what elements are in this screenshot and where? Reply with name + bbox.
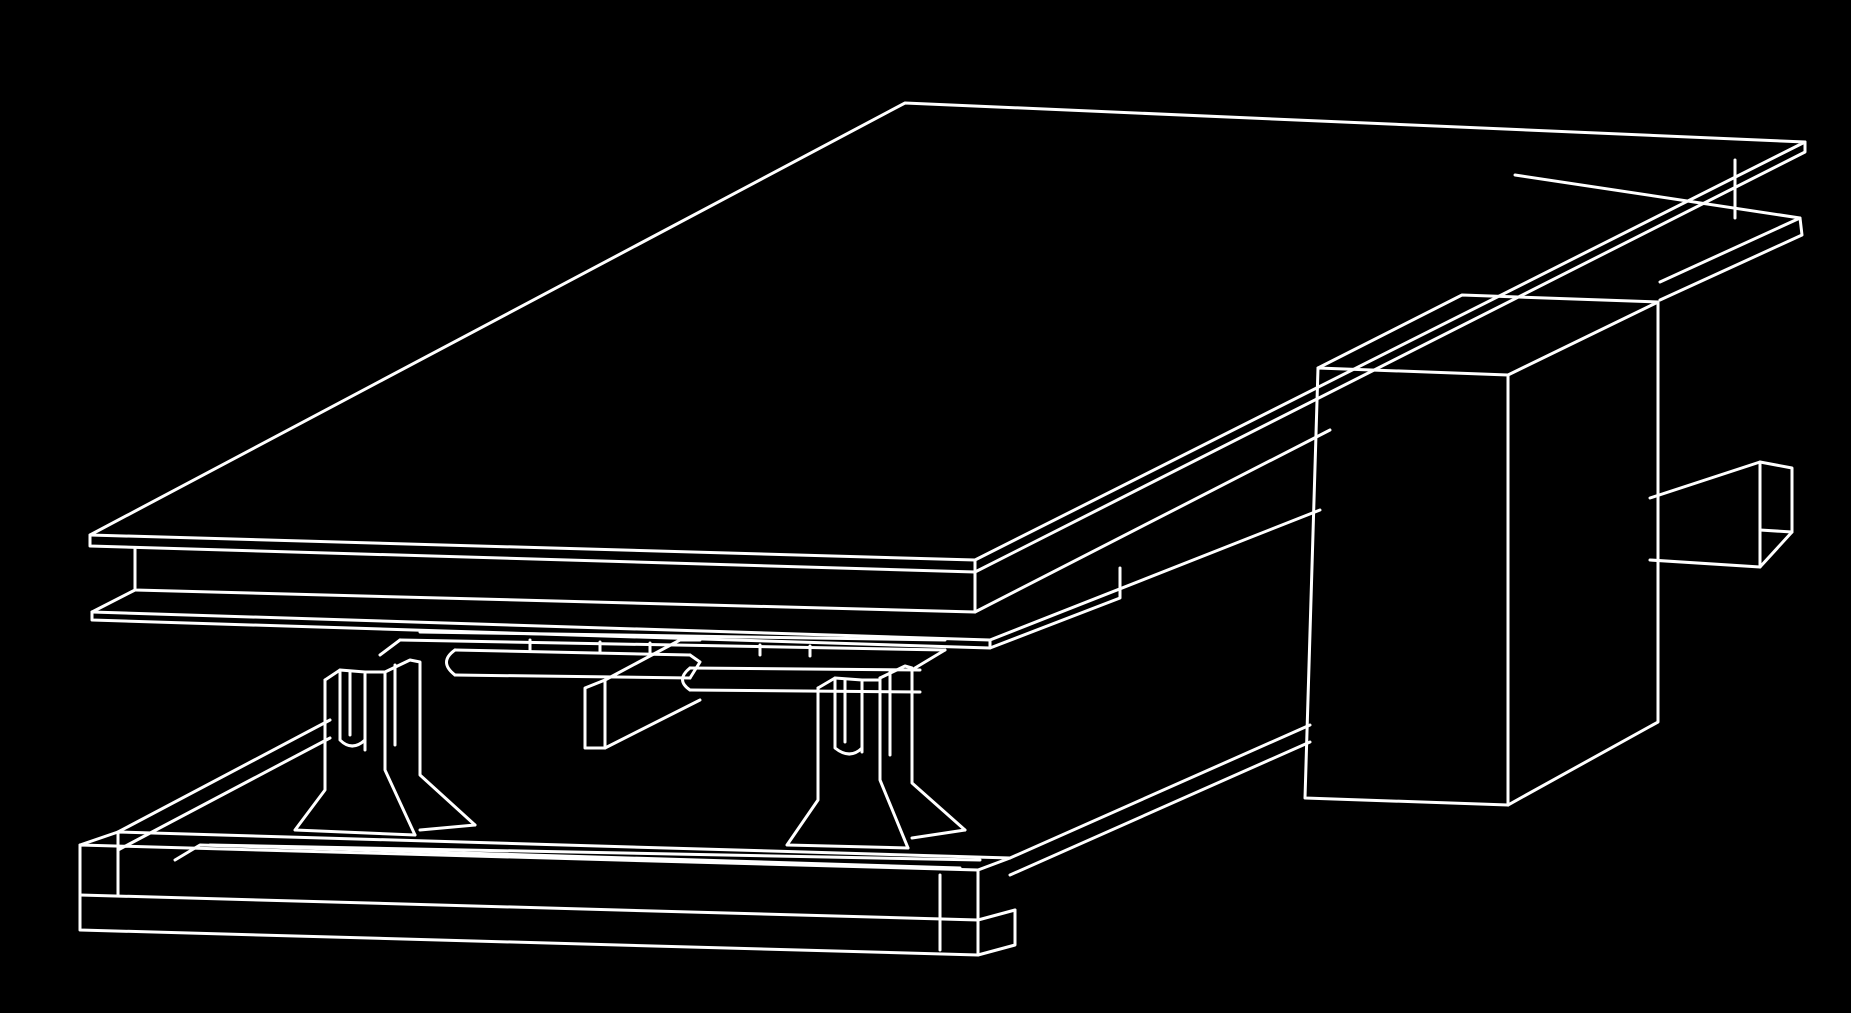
rear-rails xyxy=(1513,173,1804,569)
base-frame xyxy=(78,718,1312,957)
top-plate xyxy=(88,101,1807,574)
upper-flange xyxy=(133,158,1737,614)
center-bracket xyxy=(583,638,702,750)
cross-rods xyxy=(378,630,947,694)
side-box xyxy=(1303,293,1660,807)
left-pedestal xyxy=(293,658,477,837)
